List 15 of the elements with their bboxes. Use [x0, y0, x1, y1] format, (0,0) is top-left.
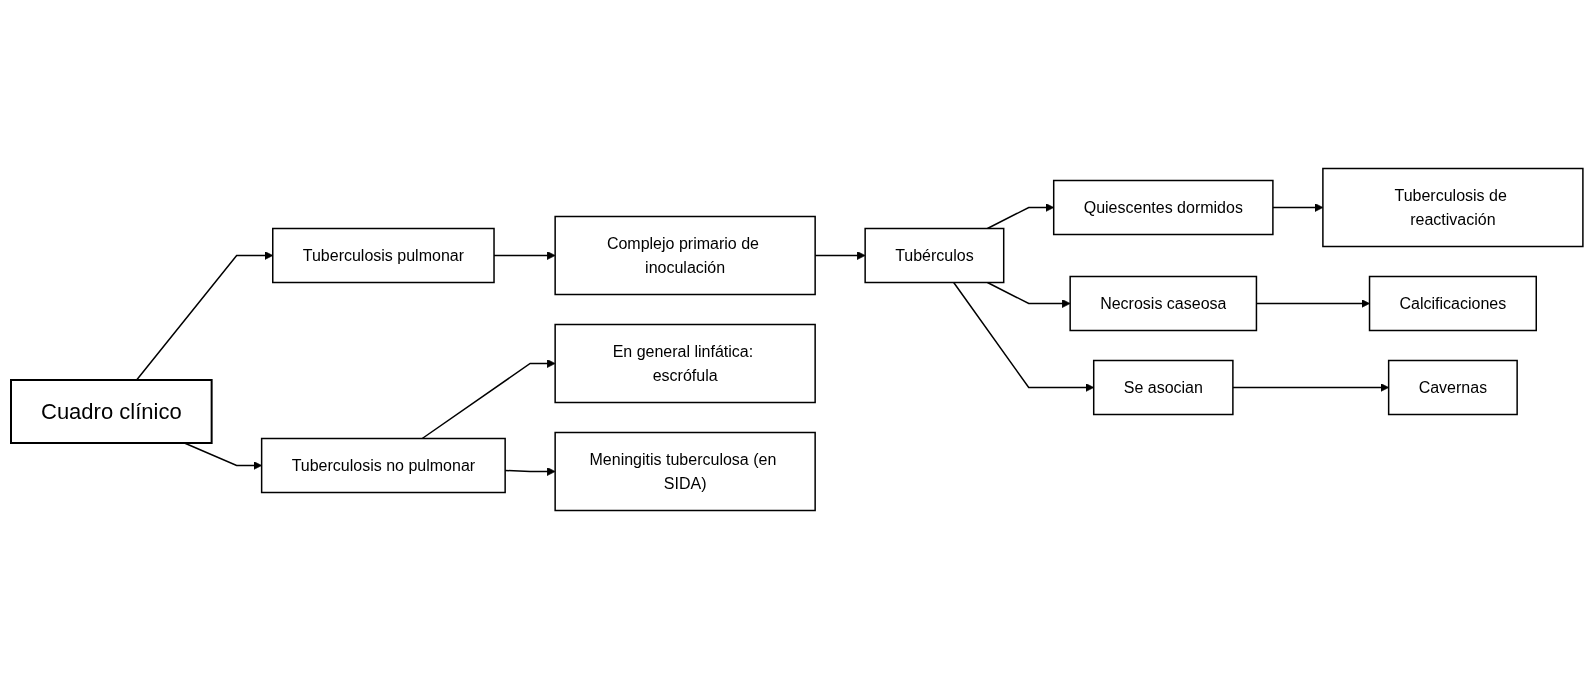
node-box: Calcificaciones	[1368, 275, 1538, 332]
node-box: Tuberculosis de reactivación	[1322, 167, 1584, 248]
node-box: Cavernas	[1387, 359, 1518, 416]
node-box: Cuadro clínico	[10, 379, 213, 444]
node-box: Se asocian	[1093, 359, 1234, 416]
node-box: Quiescentes dormidos	[1053, 179, 1274, 236]
node-box: Tubérculos	[864, 227, 1005, 284]
node-box: En general linfática: escrófula	[554, 323, 816, 404]
node-box: Tuberculosis pulmonar	[272, 227, 495, 284]
node-box: Tuberculosis no pulmonar	[260, 437, 506, 494]
node-box: Complejo primario de inoculación	[554, 215, 816, 296]
arrow	[986, 281, 1071, 308]
node-box: Necrosis caseosa	[1069, 275, 1258, 332]
arrow	[421, 359, 556, 440]
node-box: Meningitis tuberculosa (en SIDA)	[554, 431, 816, 512]
